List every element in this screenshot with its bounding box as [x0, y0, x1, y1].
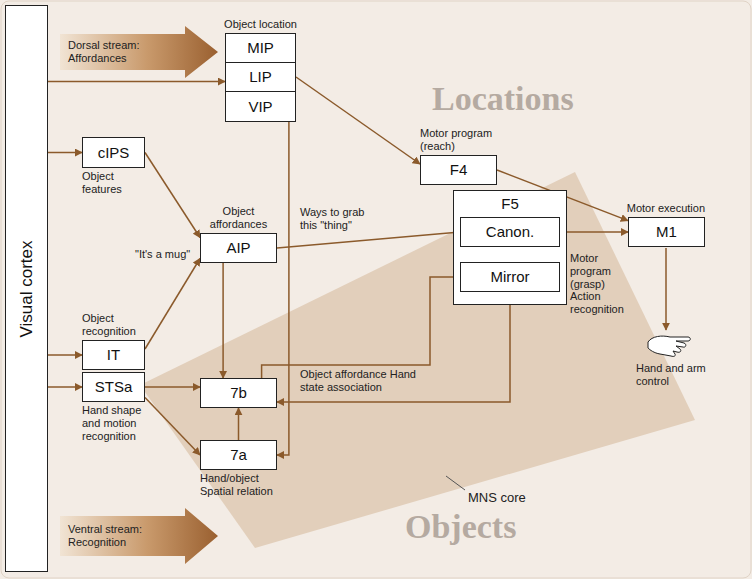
area-name: VIP — [248, 98, 272, 116]
connector-arrow — [145, 153, 200, 238]
area-name: Mirror — [490, 268, 529, 286]
area-name: 7a — [230, 446, 247, 464]
area-name: STSa — [95, 378, 133, 396]
area-box: ITObject recognition — [82, 340, 145, 370]
connector-label: Ways to grab this "thing" — [300, 206, 380, 232]
connector-arrow — [277, 122, 289, 455]
mns-region — [140, 172, 695, 548]
connector-arrow — [48, 81, 225, 83]
area-box: AIPObject affordances — [200, 233, 277, 263]
connector-label: Motor program (grasp) — [570, 252, 642, 291]
area-name: Visual cortex — [17, 240, 37, 337]
region-title: Locations — [432, 80, 574, 118]
output-note: Hand and arm control — [636, 362, 716, 388]
connector-arrow — [560, 231, 628, 233]
region-callout: MNS core — [468, 490, 526, 505]
connector-arrow — [222, 263, 224, 378]
area-box: M1Motor execution — [628, 217, 705, 247]
area-name: F5 — [501, 195, 519, 213]
area-name: MIP — [247, 39, 274, 57]
connector-arrow — [145, 259, 200, 350]
connector-arrow — [238, 408, 240, 440]
area-caption: Object recognition — [82, 312, 152, 338]
area-name: AIP — [226, 239, 250, 257]
dorsal-arrow — [60, 26, 218, 78]
area-box: STSaHand shape and motion recognition — [82, 372, 145, 402]
function-note: Action recognition — [570, 290, 642, 316]
hand-icon — [648, 336, 690, 356]
motor-output-arrow — [665, 248, 667, 330]
area-group: F5Canon. Mirror — [453, 190, 567, 305]
ventral-arrow — [60, 508, 218, 564]
connector-arrow — [145, 398, 200, 456]
area-caption: Hand shape and motion recognition — [82, 404, 150, 443]
area-name: LIP — [249, 68, 272, 86]
area-stack: Object locationMIPLIPVIP — [225, 33, 296, 122]
area-caption: Hand/object Spatial relation — [200, 472, 290, 498]
area-box: 7b — [200, 378, 277, 408]
area-caption: Motor execution — [595, 202, 705, 215]
connector-label: "It's a mug" — [135, 248, 193, 261]
connector-arrow — [48, 386, 82, 388]
area-box: F4Motor program (reach) — [420, 155, 497, 185]
connector-arrow — [262, 277, 460, 378]
area-name: M1 — [656, 223, 677, 241]
area-box: cIPSObject features — [82, 137, 145, 168]
area-name: IT — [107, 346, 120, 364]
connector-arrow — [48, 354, 82, 356]
cortex-band: Visual cortex — [5, 5, 48, 572]
area-box: Mirror — [460, 262, 560, 292]
area-box: VIP — [225, 91, 296, 122]
area-caption: Object features — [82, 170, 152, 196]
connector-arrow — [277, 292, 510, 402]
stream-label: Dorsal stream: Affordances — [68, 39, 178, 65]
area-box: Canon. — [460, 217, 560, 247]
connector-arrow — [48, 152, 82, 154]
area-name: cIPS — [98, 144, 130, 162]
region-title: Objects — [405, 508, 516, 546]
area-name: 7b — [230, 384, 247, 402]
connector-arrow — [277, 232, 460, 248]
area-caption: Object affordances — [194, 205, 284, 231]
stream-label: Ventral stream: Recognition — [68, 523, 178, 549]
area-box: MIP — [225, 33, 296, 63]
area-box: LIP — [225, 62, 296, 92]
area-name: F4 — [450, 161, 468, 179]
area-box: 7aHand/object Spatial relation — [200, 440, 277, 470]
area-caption: Motor program (reach) — [420, 127, 500, 153]
connector-arrow — [145, 386, 200, 388]
connector-label: Object affordance Hand state association — [300, 368, 425, 394]
area-caption: Object location — [201, 18, 321, 31]
connector-arrow — [296, 77, 420, 164]
area-name: Canon. — [486, 223, 534, 241]
leader-line — [446, 476, 465, 490]
